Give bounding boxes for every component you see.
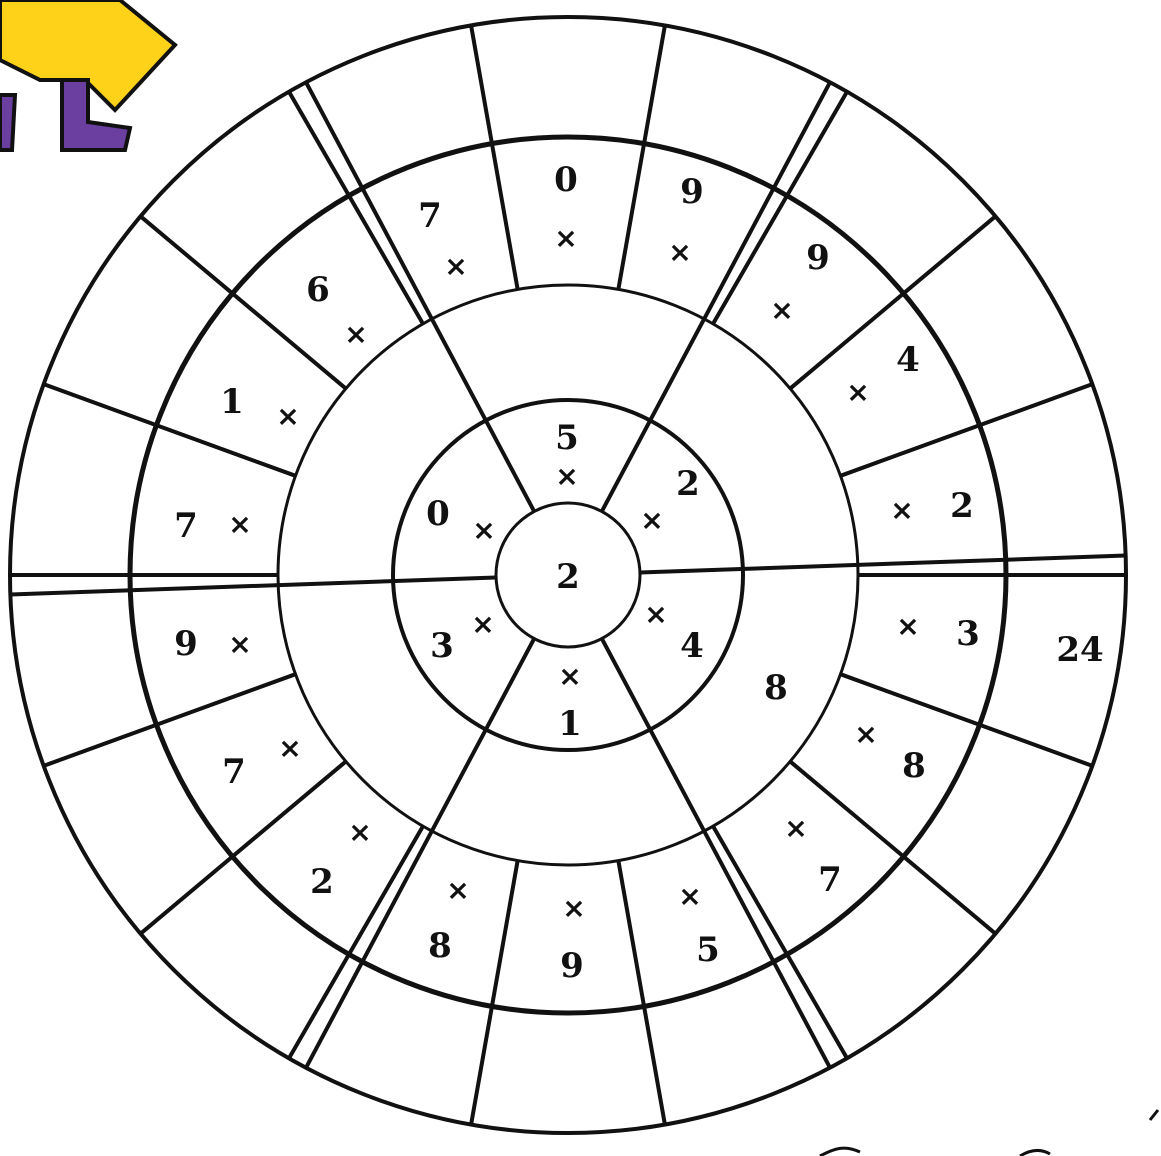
mascot-purple-leg-2 xyxy=(0,95,15,150)
outer-number-9: 5 xyxy=(696,930,720,970)
outer-number-4: 4 xyxy=(896,340,920,380)
outer-number-2: 9 xyxy=(680,172,704,212)
main-spoke-1 xyxy=(306,82,534,511)
center-number: 2 xyxy=(556,557,580,597)
main-spoke-2 xyxy=(602,82,830,511)
inner-times-upper-right: × xyxy=(640,504,663,537)
outer-times-9: × xyxy=(678,880,701,913)
outer-number-17: 6 xyxy=(306,270,330,310)
outer-divider-2 xyxy=(618,25,665,289)
outer-times-7: × xyxy=(854,718,877,751)
outer-divider-10 xyxy=(618,861,665,1125)
outer-times-6: × xyxy=(896,610,919,643)
inner-times-bottom: × xyxy=(558,660,581,693)
outer-times-2: × xyxy=(668,236,691,269)
inner-number-upper-right: 2 xyxy=(676,464,700,504)
main-spoke-4 xyxy=(602,639,830,1068)
outer-divider-8 xyxy=(790,761,995,933)
outer-times-1: × xyxy=(554,222,577,255)
outer-times-14: × xyxy=(228,628,251,661)
decorative-scribble xyxy=(820,1110,1158,1156)
outer-times-13: × xyxy=(278,732,301,765)
outer-number-18: 7 xyxy=(418,196,442,236)
main-spoke-3 xyxy=(640,556,1126,573)
answer-example: 24 xyxy=(1056,630,1103,670)
inner-number-top: 5 xyxy=(555,418,579,458)
outer-times-10: × xyxy=(562,892,585,925)
inner-number-upper-left: 0 xyxy=(426,494,450,534)
inner-times-lower-right: × xyxy=(644,598,667,631)
outer-times-12: × xyxy=(348,816,371,849)
inner-times-top: × xyxy=(555,460,578,493)
outer-times-5: × xyxy=(890,494,913,527)
outer-times-3: × xyxy=(770,294,793,327)
outer-divider-12 xyxy=(289,826,423,1058)
mascot-decoration xyxy=(0,0,175,150)
outer-number-10: 9 xyxy=(560,946,584,986)
outer-number-16: 1 xyxy=(220,382,244,422)
outer-times-15: × xyxy=(228,508,251,541)
main-spoke-6 xyxy=(10,578,496,595)
outer-divider-1 xyxy=(471,25,518,289)
middle-ring-number: 8 xyxy=(764,668,788,708)
outer-number-14: 9 xyxy=(174,624,198,664)
outer-number-13: 7 xyxy=(222,752,246,792)
outer-number-6: 3 xyxy=(956,614,980,654)
inner-times-upper-left: × xyxy=(472,514,495,547)
inner-number-lower-left: 3 xyxy=(430,626,454,666)
outer-number-1: 0 xyxy=(554,160,578,200)
outer-divider-3 xyxy=(713,92,847,324)
inner-times-lower-left: × xyxy=(471,608,494,641)
outer-times-4: × xyxy=(846,376,869,409)
outer-times-18: × xyxy=(444,250,467,283)
outer-number-7: 8 xyxy=(902,746,926,786)
outer-times-17: × xyxy=(344,318,367,351)
outer-number-11: 8 xyxy=(428,926,452,966)
inner-number-lower-right: 4 xyxy=(680,626,704,666)
outer-divider-11 xyxy=(471,861,518,1125)
main-spoke-5 xyxy=(306,639,534,1068)
outer-number-3: 9 xyxy=(806,238,830,278)
outer-number-15: 7 xyxy=(174,506,198,546)
outer-number-12: 2 xyxy=(310,862,334,902)
outer-times-16: × xyxy=(276,400,299,433)
outer-times-11: × xyxy=(446,874,469,907)
inner-number-bottom: 1 xyxy=(558,704,582,744)
outer-times-8: × xyxy=(784,812,807,845)
outer-number-8: 7 xyxy=(818,860,842,900)
outer-number-5: 2 xyxy=(950,486,974,526)
